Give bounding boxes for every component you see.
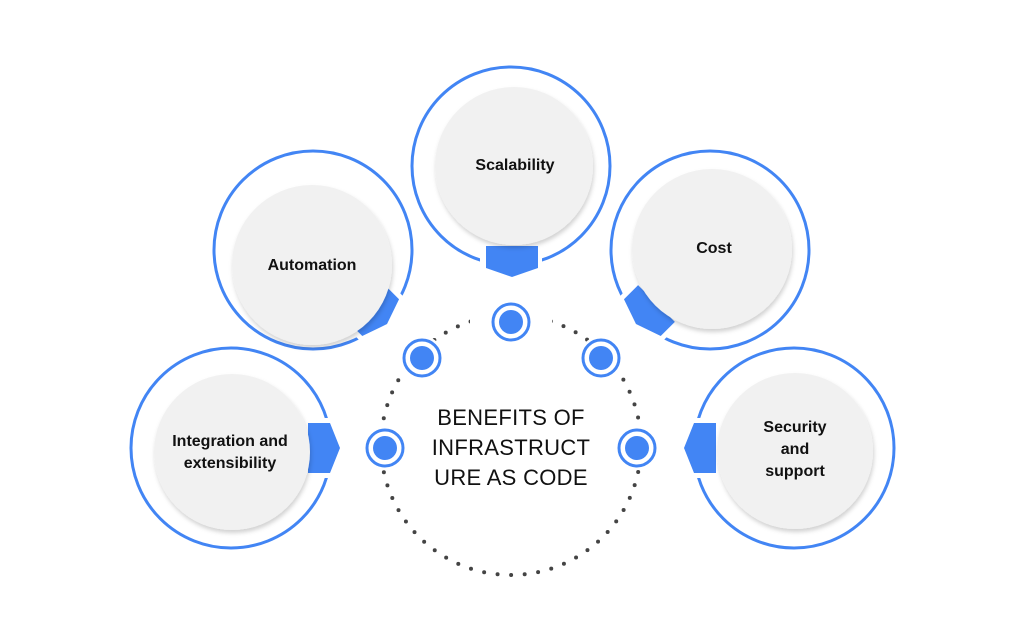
benefit-label-cost: Cost <box>634 229 794 269</box>
label-line: Security <box>763 419 827 436</box>
inner-disc <box>435 87 593 245</box>
pointer-arrow-icon <box>486 246 538 277</box>
benefit-label-automation: Automation <box>232 246 392 286</box>
connector-node-integration <box>365 428 405 468</box>
label-line: and <box>780 441 810 458</box>
benefit-label-integration: Integration and extensibility <box>150 430 310 476</box>
connector-node-cost <box>581 338 621 378</box>
connector-node-security <box>617 428 657 468</box>
benefit-automation <box>212 149 414 351</box>
benefit-scalability <box>410 65 612 277</box>
center-title-line: INFRASTRUCT <box>431 435 591 460</box>
benefit-cost <box>609 149 811 351</box>
benefit-label-scalability: Scalability <box>435 146 595 186</box>
label-line: Scalability <box>475 157 555 174</box>
center-title-line: URE AS CODE <box>434 465 588 490</box>
label-line: Integration and <box>172 433 288 450</box>
center-title: BENEFITS OF INFRASTRUCT URE AS CODE <box>410 402 612 494</box>
benefit-security <box>684 346 896 550</box>
benefit-integration <box>129 346 340 550</box>
label-line: extensibility <box>183 455 277 472</box>
label-line: Cost <box>696 240 732 257</box>
center-title-line: BENEFITS OF <box>437 405 585 430</box>
benefit-label-security: Security and support <box>715 416 875 484</box>
label-line: Automation <box>267 257 357 274</box>
pointer-arrow-icon <box>308 423 340 473</box>
pointer-arrow-icon <box>684 423 716 473</box>
connector-node-scalability <box>491 302 531 342</box>
connector-node-automation <box>402 338 442 378</box>
pointer-arrow-icon <box>623 285 675 337</box>
label-line: support <box>765 463 825 480</box>
